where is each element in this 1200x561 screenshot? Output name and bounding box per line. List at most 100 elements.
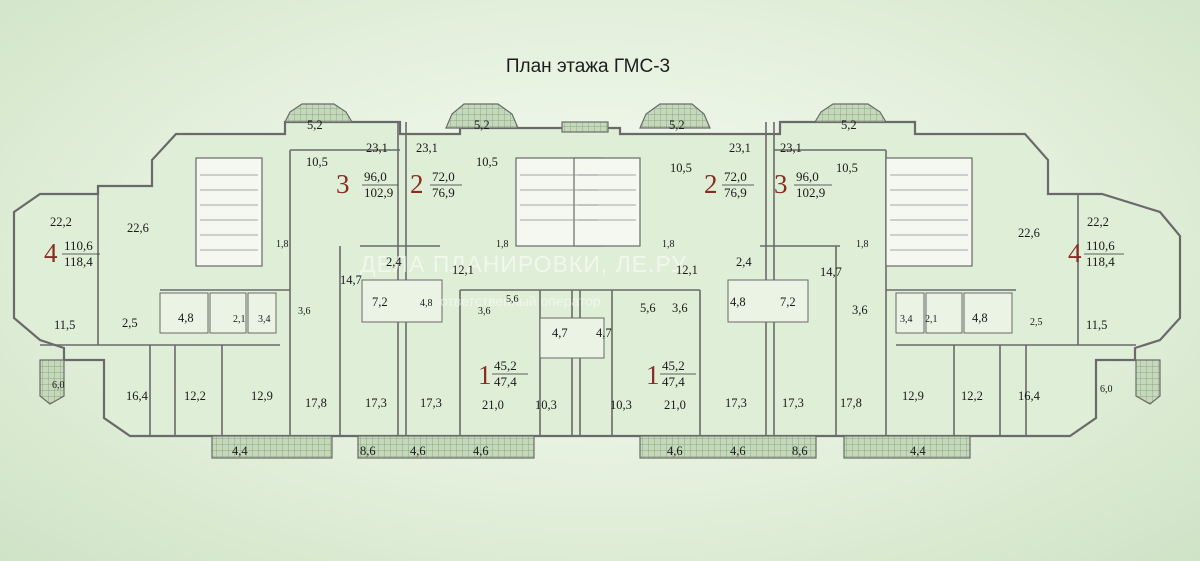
apartment-rooms: 1 [478, 360, 492, 390]
apartment-rooms: 3 [336, 169, 350, 199]
balconies [39, 103, 1161, 459]
room-area: 4,4 [910, 444, 926, 458]
room-area: 4,6 [667, 444, 683, 458]
room-area: 22,6 [127, 221, 149, 235]
room-area: 17,3 [420, 396, 442, 410]
room-area: 23,1 [416, 141, 438, 155]
room-area: 5,2 [669, 118, 685, 132]
apartment-living-area: 72,0 [724, 169, 747, 184]
room-area: 7,2 [372, 295, 388, 309]
room-area: 4,6 [473, 444, 489, 458]
room-area: 2,5 [122, 316, 138, 330]
room-area: 5,2 [841, 118, 857, 132]
room-area: 11,5 [54, 318, 75, 332]
room-area: 1,8 [276, 239, 289, 250]
room-area: 4,8 [972, 311, 988, 325]
apartment-rooms: 1 [646, 360, 660, 390]
apartment-4-left: 4 110,6 118,4 [44, 238, 100, 269]
stair-cores [195, 157, 973, 267]
apartment-rooms: 3 [774, 169, 788, 199]
room-area: 12,2 [184, 389, 206, 403]
room-area: 2,4 [386, 255, 402, 269]
room-area: 5,2 [307, 118, 323, 132]
room-area: 12,9 [902, 389, 924, 403]
room-area: 12,1 [452, 263, 474, 277]
room-area: 17,8 [840, 396, 862, 410]
room-area: 16,4 [1018, 389, 1041, 403]
watermark-subtext: ответственный оператор [440, 293, 601, 309]
apartment-total-area: 76,9 [432, 185, 455, 200]
room-area: 17,3 [725, 396, 747, 410]
room-area: 6,0 [52, 380, 65, 391]
apartment-3-right: 3 96,0 102,9 [774, 169, 832, 200]
room-area: 12,2 [961, 389, 983, 403]
room-area: 3,4 [900, 314, 913, 325]
room-area: 12,1 [676, 263, 698, 277]
apartment-living-area: 45,2 [494, 358, 517, 373]
room-area: 5,6 [506, 294, 519, 305]
room-area: 22,6 [1018, 226, 1040, 240]
room-area: 16,4 [126, 389, 149, 403]
room-area: 3,6 [852, 303, 868, 317]
apartment-1-right: 1 45,2 47,4 [646, 358, 696, 390]
apartment-2-right: 2 72,0 76,9 [704, 169, 754, 200]
room-area: 22,2 [1087, 215, 1109, 229]
apartment-total-area: 47,4 [662, 374, 685, 389]
apartment-living-area: 96,0 [796, 169, 819, 184]
room-area: 17,3 [782, 396, 804, 410]
room-area: 1,8 [496, 239, 509, 250]
room-area: 2,1 [233, 314, 246, 325]
apartment-2-left: 2 72,0 76,9 [410, 169, 462, 200]
apartment-rooms: 2 [410, 169, 424, 199]
apartment-living-area: 110,6 [64, 238, 93, 253]
room-area: 10,5 [836, 161, 858, 175]
room-area: 2,5 [1030, 317, 1043, 328]
room-area: 6,0 [1100, 384, 1113, 395]
apartment-rooms: 4 [44, 238, 58, 268]
apartment-4-right: 4 110,6 118,4 [1068, 238, 1124, 269]
stair-treads [200, 174, 968, 251]
room-area: 4,8 [730, 295, 746, 309]
room-area: 23,1 [780, 141, 802, 155]
room-area-labels: 5,2 5,2 5,2 5,2 23,1 23,1 23,1 23,1 10,5… [50, 118, 1113, 458]
room-area: 7,2 [780, 295, 796, 309]
apartment-total-area: 102,9 [796, 185, 825, 200]
room-area: 14,7 [820, 265, 842, 279]
room-area: 12,9 [251, 389, 273, 403]
room-area: 23,1 [729, 141, 751, 155]
room-area: 17,8 [305, 396, 327, 410]
room-area: 8,6 [792, 444, 808, 458]
room-area: 17,3 [365, 396, 387, 410]
room-area: 4,6 [730, 444, 746, 458]
room-area: 1,8 [662, 239, 675, 250]
room-area: 4,7 [552, 326, 568, 340]
watermark-text: ДЕЛА ПЛАНИРОВКИ, ЛЕ.РУ [360, 251, 687, 277]
bathrooms [159, 279, 1013, 359]
room-area: 10,5 [476, 155, 498, 169]
apartment-total-area: 76,9 [724, 185, 747, 200]
apartment-living-area: 96,0 [364, 169, 387, 184]
room-area: 3,6 [298, 306, 311, 317]
room-area: 2,4 [736, 255, 752, 269]
room-area: 10,5 [306, 155, 328, 169]
apartment-rooms: 4 [1068, 238, 1082, 268]
room-area: 11,5 [1086, 318, 1107, 332]
room-area: 22,2 [50, 215, 72, 229]
room-area: 4,4 [232, 444, 248, 458]
room-area: 3,6 [478, 306, 491, 317]
room-area: 3,4 [258, 314, 271, 325]
apartment-total-area: 102,9 [364, 185, 393, 200]
plan-title: План этажа ГМС-3 [505, 56, 671, 77]
room-area: 21,0 [664, 398, 686, 412]
room-area: 10,3 [610, 398, 632, 412]
apartment-1-left: 1 45,2 47,4 [478, 358, 528, 390]
room-area: 2,1 [925, 314, 938, 325]
room-area: 23,1 [366, 141, 388, 155]
room-area: 4,8 [178, 311, 194, 325]
apartment-total-area: 47,4 [494, 374, 517, 389]
room-area: 3,6 [672, 301, 688, 315]
room-area: 8,6 [360, 444, 376, 458]
apartment-rooms: 2 [704, 169, 718, 199]
apartment-total-area: 118,4 [64, 254, 93, 269]
room-area: 14,7 [340, 273, 362, 287]
